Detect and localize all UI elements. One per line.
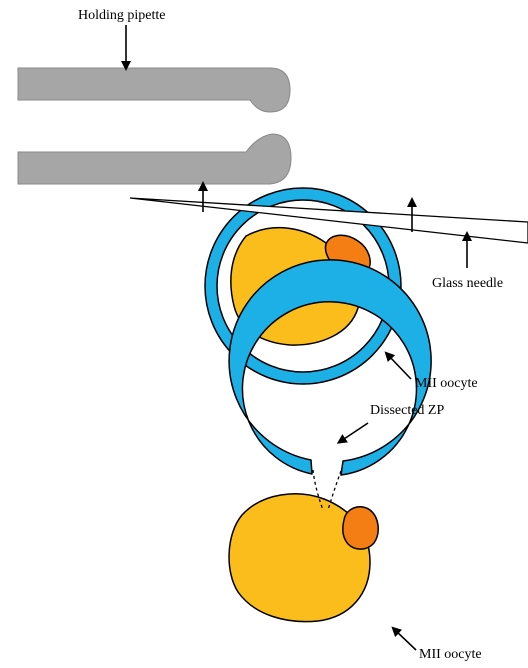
- label-top-oocyte: MII oocyte: [415, 376, 478, 391]
- label-glass-needle: Glass needle: [432, 276, 503, 291]
- label-bottom-oocyte: MII oocyte: [419, 647, 482, 662]
- bottom-polar-body: [343, 507, 378, 549]
- label-dissected-zp: Dissected ZP: [370, 403, 444, 418]
- label-holding-pipette: Holding pipette: [78, 8, 166, 23]
- arrow-top-oocyte: [388, 355, 411, 379]
- pipette-upper-wall: [18, 68, 290, 112]
- pipette-lower-wall: [18, 134, 291, 184]
- arrow-dissected-zp: [341, 423, 368, 441]
- holding-pipette: [18, 68, 291, 184]
- arrow-bottom-oocyte: [395, 630, 416, 650]
